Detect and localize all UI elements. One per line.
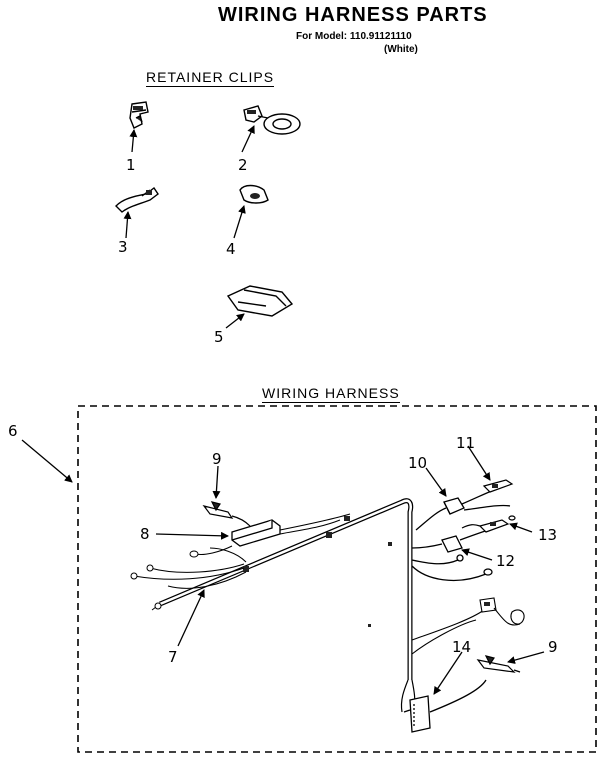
callout-9-lower: 9 bbox=[548, 638, 558, 656]
connector-12-icon bbox=[411, 525, 501, 582]
callout-7: 7 bbox=[168, 648, 178, 666]
callout-5: 5 bbox=[214, 328, 224, 346]
connector-14-icon bbox=[403, 679, 487, 733]
terminal-11-icon bbox=[482, 479, 514, 493]
model-number: For Model: 110.91121110 bbox=[296, 31, 412, 42]
harness-block-connector-icon bbox=[231, 519, 281, 547]
harness-lower-branches bbox=[411, 597, 525, 655]
section-retainer-clips: RETAINER CLIPS bbox=[146, 69, 275, 87]
section-wiring-harness: WIRING HARNESS bbox=[262, 385, 400, 403]
harness-marker bbox=[388, 542, 392, 546]
callout-3: 3 bbox=[118, 238, 128, 256]
callout-8: 8 bbox=[140, 525, 150, 543]
callout-12: 12 bbox=[496, 552, 515, 570]
retainer-clip-2-icon bbox=[243, 105, 301, 135]
terminal-9-lower-icon bbox=[476, 655, 521, 673]
callout-2: 2 bbox=[238, 156, 248, 174]
retainer-clip-4-icon bbox=[239, 184, 269, 204]
terminal-13-icon bbox=[461, 515, 516, 533]
terminal-9-upper-icon bbox=[202, 501, 251, 527]
retainer-clip-3-icon bbox=[115, 186, 159, 213]
harness-boundary bbox=[77, 405, 597, 753]
retainer-clip-5-icon bbox=[226, 285, 294, 317]
harness-branch-wires bbox=[130, 513, 351, 611]
retainer-clip-1-icon bbox=[129, 101, 149, 129]
callout-14: 14 bbox=[452, 638, 471, 656]
harness-marker bbox=[368, 624, 371, 627]
page-title: WIRING HARNESS PARTS bbox=[218, 4, 488, 26]
callout-13: 13 bbox=[538, 526, 557, 544]
model-color: (White) bbox=[384, 44, 418, 55]
callout-9-upper: 9 bbox=[212, 450, 222, 468]
callout-4: 4 bbox=[226, 240, 236, 258]
callout-11: 11 bbox=[456, 434, 475, 452]
callout-6: 6 bbox=[8, 422, 18, 440]
callout-1: 1 bbox=[126, 156, 136, 174]
callout-10: 10 bbox=[408, 454, 427, 472]
